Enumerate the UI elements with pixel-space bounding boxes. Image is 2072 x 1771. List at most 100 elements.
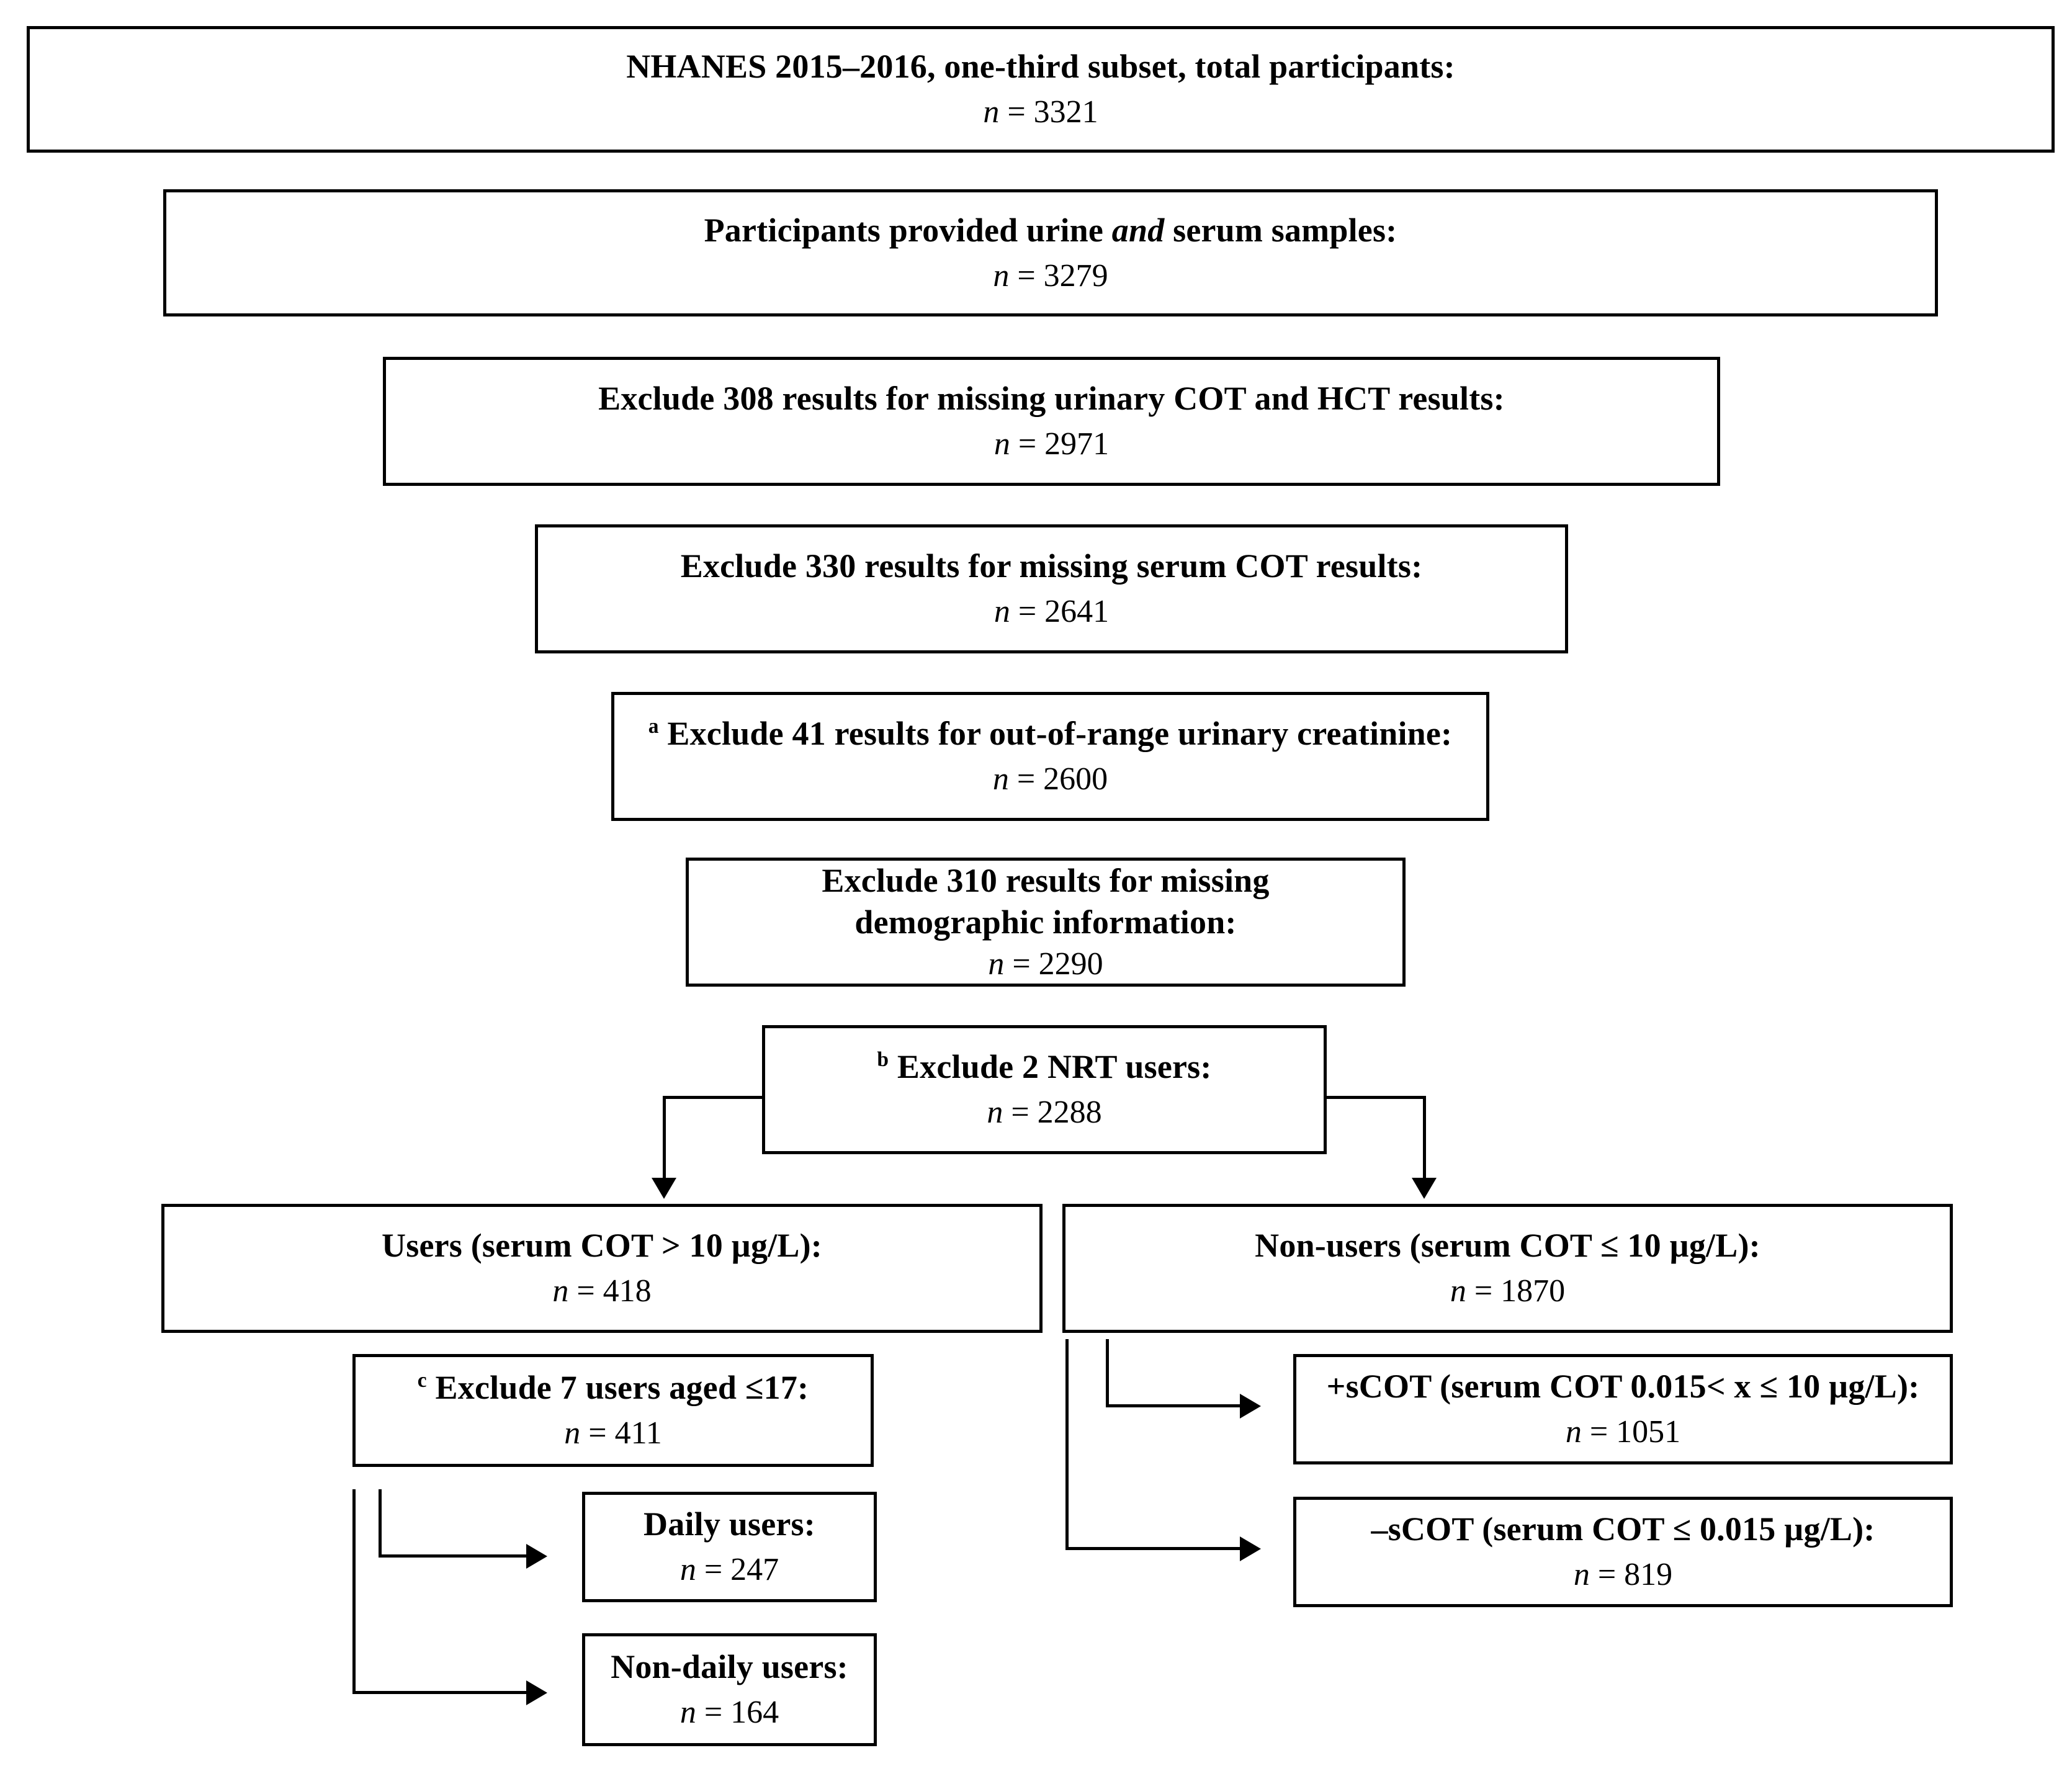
connector-nrt-to-nonusers-horizontal [1324, 1096, 1426, 1099]
n-symbol: n [987, 1095, 1003, 1131]
n-symbol: n [993, 258, 1010, 294]
node-exclude-serum-cot: Exclude 330 results for missing serum CO… [535, 524, 1568, 653]
text-italic-and: and [1111, 211, 1165, 249]
node-non-users: Non-users (serum COT ≤ 10 µg/L): n = 187… [1062, 1204, 1953, 1333]
n-symbol: n [993, 426, 1010, 462]
node-daily-users: Daily users: n = 247 [582, 1492, 877, 1602]
n-value: = 247 [696, 1552, 779, 1588]
n-symbol: n [564, 1415, 581, 1451]
n-value: = 2971 [1010, 426, 1110, 462]
text: NHANES 2015–2016, one-third subset, tota… [626, 48, 1455, 86]
connector-nrt-to-users-vertical [663, 1096, 666, 1183]
node-non-daily-users: Non-daily users: n = 164 [582, 1633, 877, 1746]
arrowhead-nrt-to-users [652, 1178, 676, 1199]
node-scot-negative-count: n = 819 [1574, 1556, 1672, 1594]
text: Exclude 308 results for missing urinary … [598, 380, 1505, 418]
arrowhead-aged-to-daily [526, 1544, 547, 1569]
n-value: = 3279 [1009, 258, 1108, 294]
n-value: = 819 [1589, 1557, 1673, 1593]
text: +sCOT (serum COT 0.015< x ≤ 10 µg/L): [1326, 1368, 1920, 1406]
n-value: = 1870 [1466, 1273, 1566, 1309]
node-scot-positive-count: n = 1051 [1566, 1413, 1680, 1451]
text-part-1: Exclude 310 results for missing [822, 861, 1270, 899]
text-part-2: demographic information: [854, 903, 1237, 941]
n-symbol: n [679, 1695, 696, 1731]
node-provided-samples: Participants provided urine and serum sa… [163, 189, 1938, 316]
node-exclude-creatinine: a Exclude 41 results for out-of-range ur… [611, 692, 1489, 821]
node-exclude-urinary-cot-hct-line1: Exclude 308 results for missing urinary … [598, 379, 1505, 419]
node-exclude-aged-17-line1: c Exclude 7 users aged ≤17: [418, 1368, 809, 1408]
node-exclude-demographic-count: n = 2290 [988, 945, 1103, 983]
node-daily-users-count: n = 247 [680, 1551, 779, 1589]
node-non-daily-users-line1: Non-daily users: [611, 1648, 848, 1687]
n-symbol: n [679, 1552, 696, 1588]
node-total-participants: NHANES 2015–2016, one-third subset, tota… [27, 26, 2055, 153]
connector-nrt-to-users-horizontal [663, 1096, 765, 1099]
n-symbol: n [992, 761, 1009, 797]
node-provided-samples-line1: Participants provided urine and serum sa… [704, 211, 1397, 251]
node-exclude-urinary-cot-hct-count: n = 2971 [994, 425, 1109, 463]
text: Non-users (serum COT ≤ 10 µg/L): [1255, 1227, 1760, 1265]
node-exclude-nrt: b Exclude 2 NRT users: n = 2288 [762, 1025, 1327, 1154]
node-exclude-demographic: Exclude 310 results for missing demograp… [686, 858, 1406, 987]
connector-nonusers-to-scot-negative-vertical [1065, 1339, 1069, 1550]
node-non-users-line1: Non-users (serum COT ≤ 10 µg/L): [1255, 1226, 1760, 1266]
text: Exclude 41 results for out-of-range urin… [658, 715, 1453, 753]
node-total-participants-line1: NHANES 2015–2016, one-third subset, tota… [626, 47, 1455, 87]
connector-aged-to-nondaily-vertical [352, 1489, 356, 1694]
node-exclude-aged-17-count: n = 411 [564, 1414, 662, 1452]
text-part-2: serum samples: [1164, 211, 1397, 249]
n-value: = 418 [568, 1273, 652, 1309]
node-users-line1: Users (serum COT > 10 µg/L): [382, 1226, 822, 1266]
connector-nonusers-to-scot-negative-horizontal [1065, 1547, 1244, 1550]
n-value: = 2290 [1004, 946, 1103, 982]
node-exclude-creatinine-count: n = 2600 [993, 760, 1108, 798]
n-symbol: n [552, 1273, 569, 1309]
text: Users (serum COT > 10 µg/L): [382, 1227, 822, 1265]
node-exclude-serum-cot-count: n = 2641 [994, 593, 1109, 630]
node-provided-samples-count: n = 3279 [993, 257, 1108, 295]
n-value: = 411 [580, 1415, 662, 1451]
node-users: Users (serum COT > 10 µg/L): n = 418 [161, 1204, 1043, 1333]
arrowhead-nonusers-to-scot-positive [1240, 1394, 1261, 1419]
node-exclude-creatinine-line1: a Exclude 41 results for out-of-range ur… [648, 714, 1453, 754]
node-total-participants-count: n = 3321 [983, 93, 1098, 131]
n-value: = 164 [696, 1695, 779, 1731]
node-exclude-nrt-line1: b Exclude 2 NRT users: [877, 1047, 1211, 1087]
text: Exclude 330 results for missing serum CO… [680, 547, 1423, 585]
footnote-marker-b: b [877, 1048, 889, 1072]
n-symbol: n [1565, 1414, 1582, 1450]
node-non-daily-users-count: n = 164 [680, 1693, 779, 1731]
text: –sCOT (serum COT ≤ 0.015 µg/L): [1371, 1510, 1875, 1548]
node-daily-users-line1: Daily users: [644, 1505, 815, 1545]
connector-nrt-to-nonusers-vertical [1423, 1096, 1426, 1183]
n-symbol: n [1573, 1557, 1590, 1593]
n-symbol: n [988, 946, 1005, 982]
arrowhead-nonusers-to-scot-negative [1240, 1536, 1261, 1561]
connector-nonusers-to-scot-positive-vertical [1106, 1339, 1109, 1407]
node-exclude-urinary-cot-hct: Exclude 308 results for missing urinary … [383, 357, 1720, 486]
footnote-marker-c: c [417, 1369, 427, 1392]
node-scot-positive-line1: +sCOT (serum COT 0.015< x ≤ 10 µg/L): [1327, 1367, 1920, 1407]
n-value: = 3321 [999, 94, 1098, 130]
node-exclude-nrt-count: n = 2288 [987, 1093, 1101, 1131]
text: Exclude 2 NRT users: [889, 1048, 1212, 1086]
arrowhead-aged-to-nondaily [526, 1680, 547, 1705]
text: Non-daily users: [611, 1648, 848, 1686]
node-exclude-demographic-line2: demographic information: [854, 903, 1236, 943]
node-scot-positive: +sCOT (serum COT 0.015< x ≤ 10 µg/L): n … [1293, 1354, 1953, 1464]
n-symbol: n [1450, 1273, 1466, 1309]
node-scot-negative: –sCOT (serum COT ≤ 0.015 µg/L): n = 819 [1293, 1497, 1953, 1607]
node-scot-negative-line1: –sCOT (serum COT ≤ 0.015 µg/L): [1371, 1510, 1875, 1549]
text-part-1: Participants provided urine [704, 211, 1112, 249]
arrowhead-nrt-to-nonusers [1412, 1178, 1437, 1199]
text: Exclude 7 users aged ≤17: [426, 1369, 809, 1407]
connector-aged-to-daily-vertical [379, 1489, 382, 1558]
n-value: = 2600 [1008, 761, 1108, 797]
node-exclude-demographic-line1: Exclude 310 results for missing [822, 861, 1269, 901]
node-exclude-aged-17: c Exclude 7 users aged ≤17: n = 411 [352, 1354, 874, 1467]
n-value: = 2288 [1003, 1095, 1102, 1131]
n-value: = 1051 [1581, 1414, 1681, 1450]
connector-aged-to-nondaily-horizontal [352, 1691, 531, 1694]
